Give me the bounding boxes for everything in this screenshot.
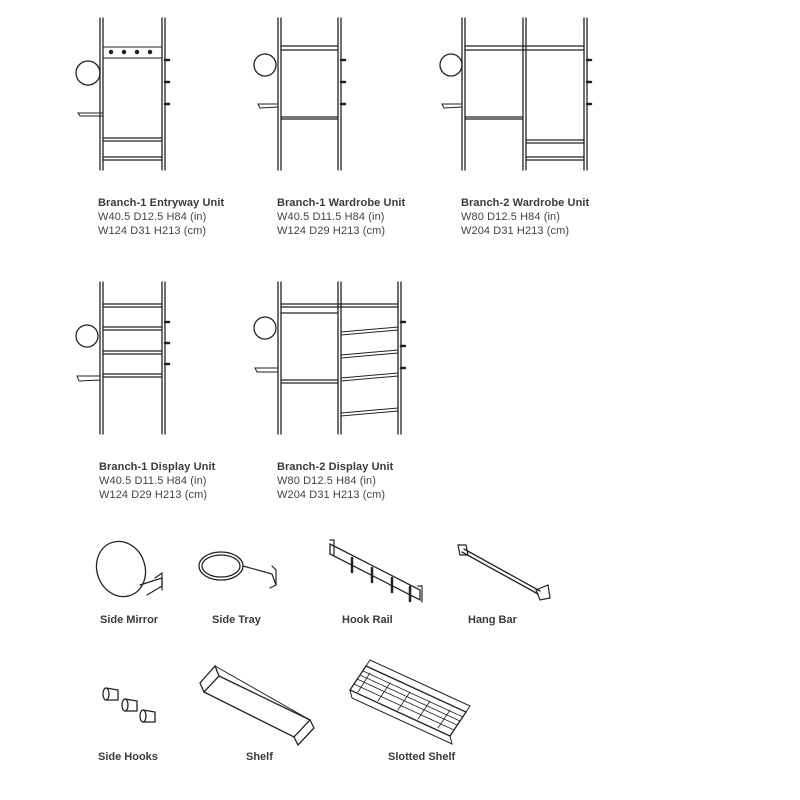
display-unit-1-drawing	[76, 282, 169, 434]
side-mirror-drawing	[89, 534, 162, 603]
wardrobe-unit-1-dims-cm: W124 D29 H213 (cm)	[277, 225, 386, 237]
side-tray-drawing	[199, 552, 276, 588]
display-unit-1-dims-in: W40.5 D11.5 H84 (in)	[99, 475, 207, 487]
hook-rail-label: Hook Rail	[342, 614, 393, 626]
shelf-label: Shelf	[246, 751, 273, 763]
wardrobe-unit-1-drawing	[254, 18, 345, 170]
wardrobe-unit-1-dims-in: W40.5 D11.5 H84 (in)	[277, 211, 385, 223]
wardrobe-unit-1-caption: Branch-1 Wardrobe Unit W40.5 D11.5 H84 (…	[277, 196, 405, 238]
side-hooks-drawing	[103, 688, 155, 722]
hang-bar-label: Hang Bar	[468, 614, 517, 626]
hook-rail-drawing	[330, 540, 422, 602]
entryway-unit-caption: Branch-1 Entryway Unit W40.5 D12.5 H84 (…	[98, 196, 224, 238]
side-mirror-label: Side Mirror	[100, 614, 159, 626]
display-unit-1-dims-cm: W124 D29 H213 (cm)	[99, 489, 208, 501]
wardrobe-unit-2-drawing	[440, 18, 591, 170]
display-unit-2-dims-in: W80 D12.5 H84 (in)	[277, 475, 377, 487]
entryway-unit-title: Branch-1 Entryway Unit	[98, 197, 225, 209]
entryway-unit-dims-cm: W124 D31 H213 (cm)	[98, 225, 207, 237]
slotted-shelf-label: Slotted Shelf	[388, 751, 456, 763]
entryway-unit-dims-in: W40.5 D12.5 H84 (in)	[98, 211, 207, 223]
entryway-unit-drawing	[76, 18, 169, 170]
hang-bar-drawing	[458, 545, 550, 600]
wardrobe-unit-2-caption: Branch-2 Wardrobe Unit W80 D12.5 H84 (in…	[461, 196, 589, 238]
side-tray-label: Side Tray	[212, 614, 261, 626]
display-unit-1-caption: Branch-1 Display Unit W40.5 D11.5 H84 (i…	[99, 460, 215, 502]
display-unit-2-caption: Branch-2 Display Unit W80 D12.5 H84 (in)…	[277, 460, 393, 502]
display-unit-1-title: Branch-1 Display Unit	[99, 461, 216, 473]
shelf-drawing	[200, 666, 314, 745]
wardrobe-unit-1-title: Branch-1 Wardrobe Unit	[277, 197, 406, 209]
display-unit-2-dims-cm: W204 D31 H213 (cm)	[277, 489, 386, 501]
display-unit-2-title: Branch-2 Display Unit	[277, 461, 394, 473]
wardrobe-unit-2-title: Branch-2 Wardrobe Unit	[461, 197, 590, 209]
slotted-shelf-drawing	[350, 660, 470, 744]
wardrobe-unit-2-dims-in: W80 D12.5 H84 (in)	[461, 211, 561, 223]
display-unit-2-drawing	[254, 282, 405, 434]
wardrobe-unit-2-dims-cm: W204 D31 H213 (cm)	[461, 225, 570, 237]
side-hooks-label: Side Hooks	[98, 751, 158, 763]
